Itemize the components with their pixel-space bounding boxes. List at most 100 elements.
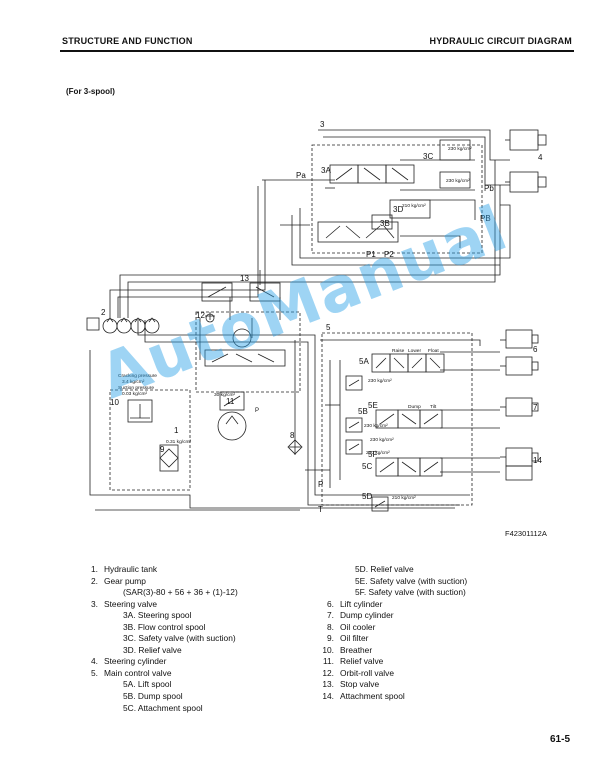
annot-cracking-value: 3.4 kg/cm² <box>122 379 145 385</box>
annot-210a: 210 kg/cm² <box>402 203 426 209</box>
legend-item-number: 11. <box>322 656 334 667</box>
legend-item-text: 5C. Attachment spool <box>123 702 203 713</box>
annot-dump: Dump <box>408 404 421 410</box>
piping-lines <box>89 129 511 511</box>
legend-item-number: 10. <box>322 644 334 655</box>
legend-item-text: 5E. Safety valve (with suction) <box>355 575 468 586</box>
legend-item-number: 3. <box>91 598 98 609</box>
legend-item-text: Stop valve <box>340 679 380 690</box>
legend-item-text: Oil filter <box>340 633 369 644</box>
legend-item-number: 13. <box>322 679 334 690</box>
annot-lower: Lower <box>408 348 421 354</box>
stop-valve <box>201 282 281 302</box>
port-pb: Pb <box>484 184 494 193</box>
legend-item: 3. Steering valve <box>84 599 324 611</box>
annot-210b: 210 kg/cm² <box>392 495 416 501</box>
legend-item: 3A. Steering spool <box>84 610 324 622</box>
legend-item-text: Relief valve <box>340 656 384 667</box>
legend-item-text: Dump cylinder <box>340 610 394 621</box>
annot-suction-value: 0.03 kg/cm² <box>122 391 147 397</box>
label-3c: 3C <box>423 152 433 161</box>
steering-valve <box>311 139 483 254</box>
legend-item-text: 5B. Dump spool <box>123 691 183 702</box>
label-4: 4 <box>538 153 543 162</box>
legend-item-number: 12. <box>322 667 334 678</box>
legend-item: 5D. Relief valve <box>320 564 510 576</box>
legend-item: 4. Steering cylinder <box>84 656 324 668</box>
legend-item: 11. Relief valve <box>320 656 510 668</box>
legend-item-number: 1. <box>91 564 98 574</box>
annot-float: Float <box>428 348 439 354</box>
legend-item: 6.Lift cylinder <box>320 599 510 611</box>
legend-item-number: 5. <box>91 667 98 678</box>
label-9: 9 <box>160 445 165 454</box>
gear-pump <box>86 317 160 334</box>
annot-230e: 230 kg/cm² <box>370 437 394 443</box>
label-3b: 3B <box>380 219 390 228</box>
label-12: 12 <box>196 311 205 320</box>
relief-valve-11 <box>217 391 247 441</box>
legend-item-number: 7. <box>327 610 334 621</box>
page-number: 61-5 <box>549 734 570 745</box>
port-pa: Pa <box>296 171 306 180</box>
legend-item-number: 6. <box>327 598 334 609</box>
legend-item-text: Gear pump <box>104 575 146 586</box>
label-5f: 5F <box>368 450 377 459</box>
legend-item-text: 3C. Safety valve (with suction) <box>123 633 236 644</box>
legend-item-text: 5F. Safety valve (with suction) <box>355 587 466 598</box>
label-7: 7 <box>533 403 538 412</box>
section-header: STRUCTURE AND FUNCTION <box>62 36 193 46</box>
legend-item: 5F. Safety valve (with suction) <box>320 587 510 599</box>
label-5e: 5E <box>368 401 378 410</box>
legend-item-number: 8. <box>327 621 334 632</box>
header-rule <box>60 50 574 52</box>
work-cylinders <box>500 329 539 481</box>
legend-item: 12.Orbit-roll valve <box>320 668 510 680</box>
annot-230d: 230 kg/cm² <box>364 423 388 429</box>
legend-left: 1. Hydraulic tank 2. Gear pump(SAR(3)-80 + … <box>84 564 324 714</box>
annot-230b: 230 kg/cm² <box>446 178 470 184</box>
label-5c: 5C <box>362 462 372 471</box>
legend-item: 5C. Attachment spool <box>84 703 324 715</box>
legend-item: 5.Main control valve <box>84 668 324 680</box>
legend-item-text: (SAR(3)-80 + 56 + 36 + (1)-12) <box>123 587 238 598</box>
legend-item: 10. Breather <box>320 645 510 657</box>
legend-item-text: 5A. Lift spool <box>123 679 172 690</box>
legend-item: 5B. Dump spool <box>84 691 324 703</box>
legend-item: 13. Stop valve <box>320 679 510 691</box>
port-p2: P2 <box>384 250 394 259</box>
legend-item: 7. Dump cylinder <box>320 610 510 622</box>
legend-item-number: 14. <box>322 691 334 702</box>
label-5: 5 <box>326 323 331 332</box>
legend-item: 3B. Flow control spool <box>84 622 324 634</box>
diagram-subtitle: (For 3-spool) <box>66 87 115 96</box>
legend-item-number: 4. <box>91 656 98 667</box>
label-5d: 5D <box>362 492 372 501</box>
legend-item: 5A. Lift spool <box>84 679 324 691</box>
legend-item-text: 3D. Relief valve <box>123 644 182 655</box>
label-5b: 5B <box>358 407 368 416</box>
legend-item-number: 2. <box>91 575 98 586</box>
annot-tilt: Tilt <box>430 404 437 410</box>
legend-item-text: Steering cylinder <box>104 656 167 667</box>
legend-item-text: 3A. Steering spool <box>123 610 192 621</box>
port-t: T <box>318 505 323 514</box>
annot-230a: 230 kg/cm² <box>448 146 472 152</box>
label-10: 10 <box>110 398 119 407</box>
annot-031: 0.31 kg/cm² <box>166 439 191 445</box>
figure-id: F42301112A <box>505 529 547 538</box>
annot-suction-label: Suction pressure <box>118 385 154 391</box>
legend-item: 1. Hydraulic tank <box>84 564 324 576</box>
legend-item-text: Hydraulic tank <box>104 564 158 574</box>
legend-item-text: Breather <box>340 644 373 655</box>
port-p: P <box>318 480 323 489</box>
legend-item: 9.Oil filter <box>320 633 510 645</box>
label-6: 6 <box>533 345 538 354</box>
legend-item-text: Steering valve <box>104 598 158 609</box>
main-control-valve <box>321 332 473 512</box>
legend-item: 2. Gear pump <box>84 576 324 588</box>
legend-item: 8.Oil cooler <box>320 622 510 634</box>
label-2: 2 <box>101 308 106 317</box>
annot-230f: 230 kg/cm² <box>366 450 390 456</box>
